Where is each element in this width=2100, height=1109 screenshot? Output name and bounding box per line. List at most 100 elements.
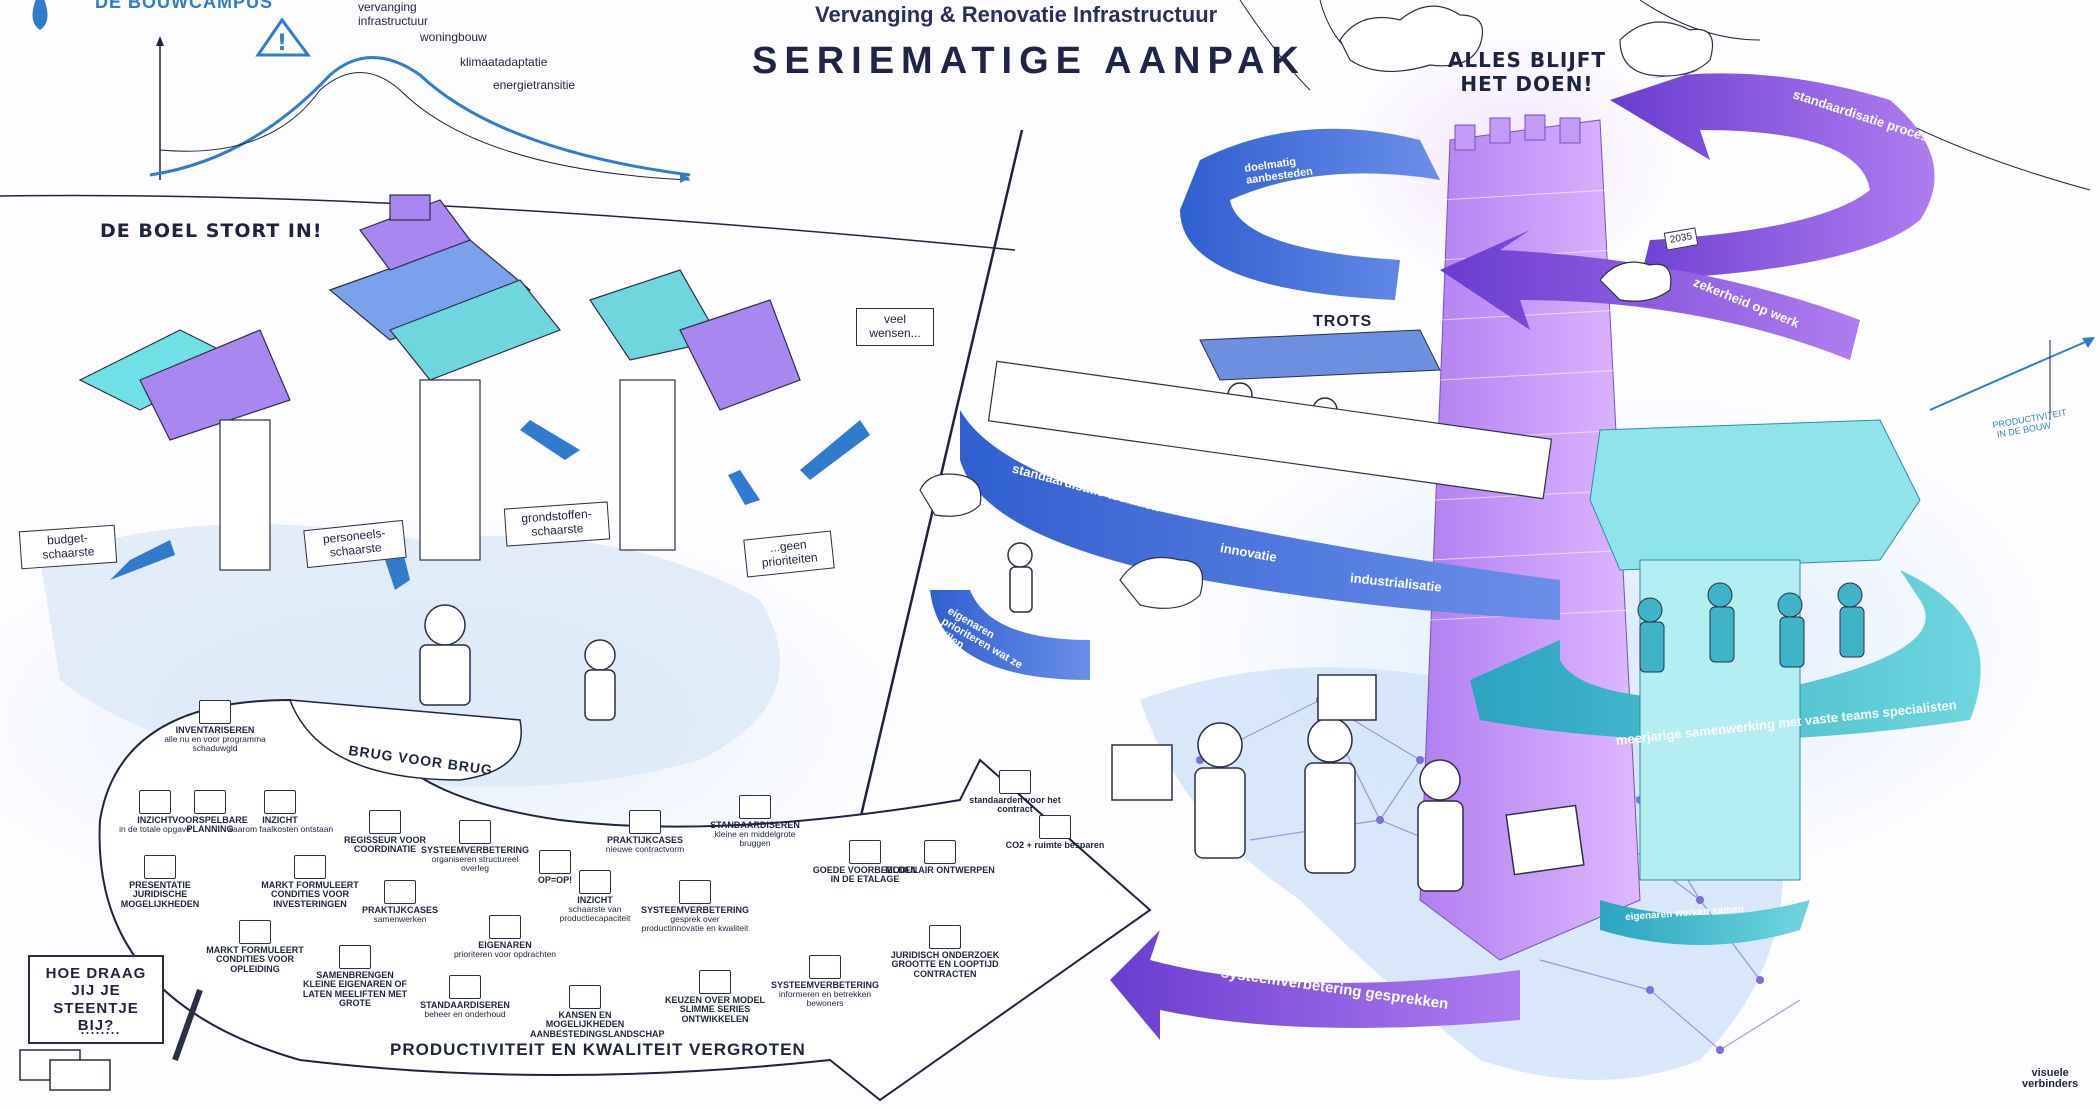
trots-label: TROTS (1313, 313, 1373, 330)
step-icon (629, 810, 661, 834)
step-title: VOORSPELBARE PLANNING (172, 815, 248, 835)
factory-bubble (1317, 674, 1377, 721)
pencil-icon (172, 988, 203, 1062)
step-title: CO2 + ruimte besparen (1005, 840, 1105, 850)
roadmap-step: PRESENTATIE JURIDISCHE MOGELIJKHEDEN (105, 855, 215, 909)
conveyor-belt (987, 360, 1553, 500)
step-title: KEUZEN OVER MODEL SLIMME SERIES ONTWIKKE… (664, 995, 765, 1024)
step-sub: samenwerken (373, 914, 427, 925)
step-title: PRAKTIJKCASES (606, 835, 683, 845)
step-title: INZICHT (262, 815, 298, 825)
logo-text: DE BOUWCAMPUS (95, 0, 273, 12)
step-sub: nieuwe contractvorm (605, 844, 685, 855)
step-icon (459, 820, 491, 844)
scales-sign (1111, 744, 1173, 801)
step-icon (929, 925, 961, 949)
roadmap-step: SAMENBRENGEN KLEINE EIGENAREN OF LATEN M… (300, 945, 410, 1009)
step-title: REGISSEUR VOOR COORDINATIE (343, 835, 426, 855)
ring-eigenaren (930, 590, 1090, 680)
step-title: INZICHT (577, 895, 613, 905)
step-icon (194, 790, 226, 814)
roadmap-step: CO2 + ruimte besparen (1000, 815, 1110, 850)
step-title: PRESENTATIE JURIDISCHE MOGELIJKHEDEN (120, 880, 200, 909)
logo-mark (32, 0, 48, 30)
step-title: SYSTEEMVERBETERING (420, 845, 530, 855)
roadmap-step: GOEDE VOORBEELDEN IN DE ETALAGE (810, 840, 920, 885)
teal-tower (1589, 419, 1921, 881)
step-title: STANDAARDISEREN (420, 1000, 510, 1010)
warning-icon (255, 17, 311, 57)
roadmap-step: OP=OP! (500, 850, 610, 885)
arrow-label: PRODUCTIVITEIT EN KWALITEIT VERGROTEN (390, 1040, 806, 1059)
collapse-heading: DE BOEL STORT IN! (100, 220, 323, 242)
trots-platform (1199, 329, 1441, 381)
step-title: SYSTEEMVERBETERING (640, 905, 750, 915)
page-title: SERIEMATIGE AANPAK (752, 40, 1306, 82)
roadmap-step: JURIDISCH ONDERZOEK GROOTTE EN LOOPTIJD … (890, 925, 1000, 979)
step-icon (384, 880, 416, 904)
clouds (919, 5, 1714, 609)
step-icon (699, 970, 731, 994)
roadmap-step: REGISSEUR VOOR COORDINATIE (330, 810, 440, 855)
ring-eigenaren-werken (1600, 900, 1810, 945)
step-title: JURIDISCH ONDERZOEK GROOTTE EN LOOPTIJD … (890, 950, 1000, 979)
svg-text:!: ! (277, 31, 287, 56)
step-sub: organiseren structureel overleg (431, 854, 519, 874)
step-title: standaarden voor het contract (969, 795, 1061, 815)
step-sub: alle nu en voor programma schaduwgld (164, 734, 266, 754)
step-icon (1039, 815, 1071, 839)
page-subtitle: Vervanging & Renovatie Infrastructuur (815, 2, 1218, 27)
step-icon (144, 855, 176, 879)
step-icon (199, 700, 231, 724)
collapsing-bridges (78, 194, 801, 571)
step-title: EIGENAREN (478, 940, 532, 950)
wave-chart: ! (149, 17, 691, 183)
step-icon (999, 770, 1031, 794)
step-title: MARKT FORMULEERT CONDITIES VOOR INVESTER… (261, 880, 359, 909)
roadmap-step: VOORSPELBARE PLANNING (155, 790, 265, 835)
step-title: MODULAIR ONTWERPEN (885, 865, 995, 875)
step-icon (849, 840, 881, 864)
teal-team (1637, 582, 1865, 673)
ring-meerjarige (1470, 570, 1981, 740)
brand-line-2: verbinders (2022, 1078, 2079, 1090)
step-title: INZICHT (137, 815, 173, 825)
step-sub: waarom faalkosten ontstaan (226, 824, 334, 835)
step-sub: gesprek over productinnovatie en kwalite… (641, 914, 749, 934)
step-sub: in de totale opgave (119, 824, 191, 835)
step-title: SAMENBRENGEN KLEINE EIGENAREN OF LATEN M… (302, 970, 408, 1009)
wave-label-woningbouw: woningbouw (420, 30, 487, 44)
step-icon (294, 855, 326, 879)
step-sub: prioriteren voor opdrachten (453, 949, 557, 960)
alles-blijft-label: ALLES BLIJFT HET DOEN! (1447, 48, 1607, 96)
step-title: PRAKTIJKCASES (361, 905, 438, 915)
step-icon (679, 880, 711, 904)
wave-label-energie: energietransitie (493, 78, 576, 92)
step-icon (369, 810, 401, 834)
step-sub: informeren en betrekken bewoners (778, 989, 872, 1009)
ring-doelmatig (1180, 128, 1440, 300)
wave-label-infra: vervanging infrastructuur (358, 0, 429, 29)
step-sub: kleine en middelgrote bruggen (714, 829, 796, 849)
step-icon (139, 790, 171, 814)
step-icon (579, 870, 611, 894)
ring-techniek (960, 410, 1560, 620)
step-icon (239, 920, 271, 944)
recycle-sign (1505, 804, 1585, 876)
step-sub: beheer en onderhoud (424, 1009, 506, 1020)
step-icon (264, 790, 296, 814)
box-budget: budget-schaarste (18, 524, 118, 569)
step-sub: schaarste van productiecapaciteit (559, 904, 631, 924)
step-icon (339, 945, 371, 969)
